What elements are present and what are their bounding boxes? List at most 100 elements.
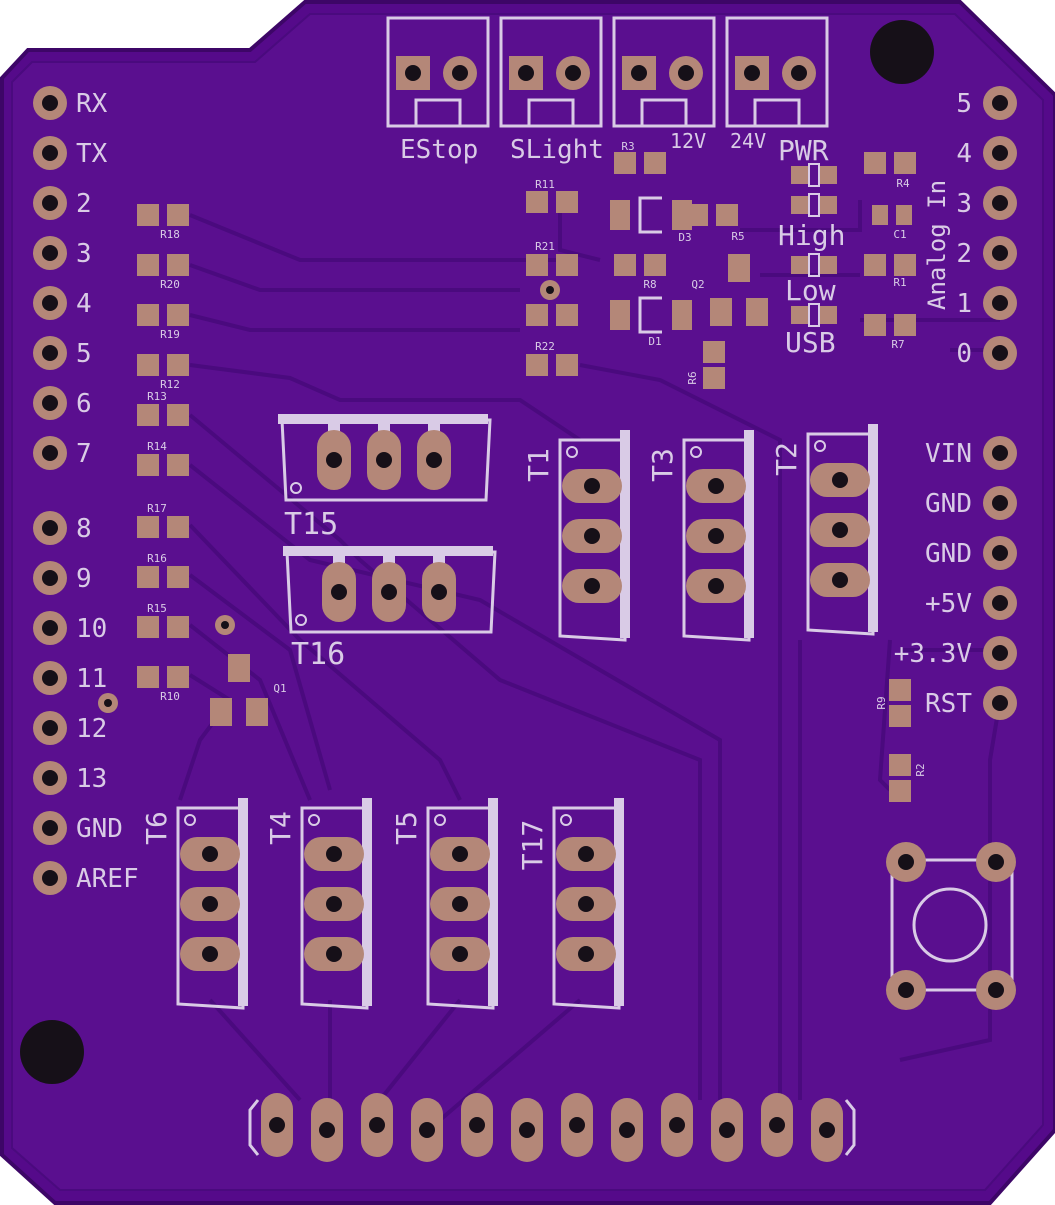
smd-resistor: R4 [864,152,916,190]
pin-label: +5V [925,589,972,619]
power-transistor: T6 [140,798,248,1010]
mounting-hole [20,1020,84,1084]
header-pin [33,186,67,220]
header-pin [761,1093,793,1157]
led-pads [791,253,837,277]
pin-label: AREF [76,864,139,894]
smd-resistor [526,304,578,326]
header-pin [983,436,1017,470]
component-label: R10 [160,690,180,703]
terminal-block [499,16,603,128]
header-pin [711,1098,743,1162]
smd-resistor: R9 [875,679,911,727]
pin-label: 9 [76,564,92,594]
smd-resistor: R2 [889,754,927,802]
smd-resistor: R1 [864,254,916,289]
component-label: R22 [535,340,555,353]
status-label-pwr: PWR [778,134,829,167]
smd-resistor: R11 [526,178,578,213]
terminal-label: EStop [400,135,478,165]
status-label-usb: USB [785,326,836,359]
transistor-label: T6 [140,811,173,845]
smd-resistor: R15 [137,602,189,638]
led-pads [791,193,837,217]
component-label: R20 [160,278,180,291]
header-pin [983,236,1017,270]
header-pin [33,761,67,795]
terminal-label: 24V [730,129,766,153]
terminal-block [386,16,490,128]
terminal-block [612,16,716,128]
transistor-label: T5 [390,811,423,845]
component-label: Q1 [273,682,286,695]
pin-label: 0 [956,339,972,369]
pin-label: VIN [925,439,972,469]
header-pin [511,1098,543,1162]
header-pin [33,136,67,170]
transistor-q2: Q2 [691,254,768,326]
header-pin [33,336,67,370]
header-pin [983,186,1017,220]
transistor-label: T3 [646,448,679,482]
pin-label: RX [76,89,108,119]
power-transistor: T15 [278,414,492,542]
reset-button[interactable] [886,842,1016,1010]
component-label: R5 [731,230,744,243]
smd-resistor: R10 [137,666,189,703]
header-pin [33,86,67,120]
pin-label: 13 [76,764,107,794]
component-label: D1 [648,335,661,348]
header-pin [983,586,1017,620]
smd-resistor: R13 [137,390,189,426]
component-label: R9 [875,696,888,709]
traces [178,200,1002,1122]
power-transistor: T3 [646,430,754,642]
header-pin [811,1098,843,1162]
power-transistor: T5 [390,798,498,1010]
header-pin [33,286,67,320]
header-pin [661,1093,693,1157]
power-transistor: T2 [770,424,878,636]
smd-resistor: R16 [137,552,189,588]
power-transistor: T4 [264,798,372,1010]
header-pin [983,336,1017,370]
transistor-label: T17 [516,820,549,871]
component-label: R6 [686,371,699,384]
header-pin [261,1093,293,1157]
transistor-label: T1 [522,448,555,482]
pin-label: 3 [956,189,972,219]
pin-label: 3 [76,239,92,269]
copper-pour [11,13,1044,1191]
header-pin [983,86,1017,120]
transistor-label: T4 [264,811,297,845]
bottom-header [248,1093,856,1162]
header-pin [33,561,67,595]
smd-resistor: R18 [137,204,189,241]
component-label: R15 [147,602,167,615]
terminal-block [725,16,829,128]
transistor-q1: Q1 [210,654,287,726]
pin-label: 1 [956,289,972,319]
terminal-label: 12V [670,129,706,153]
pin-label: RST [925,689,972,719]
header-pin [983,286,1017,320]
smd-resistor: R20 [137,254,189,291]
component-label: R12 [160,378,180,391]
component-label: R16 [147,552,167,565]
smd-resistor: R14 [137,440,189,476]
component-label: R7 [891,338,904,351]
component-label: R13 [147,390,167,403]
header-pin [33,436,67,470]
transistor-label: T15 [284,507,338,542]
mounting-hole [870,20,934,84]
status-label-high: High [778,219,845,252]
pin-label: 8 [76,514,92,544]
smd-resistor: R3 [614,140,666,174]
smd-resistor: R7 [864,314,916,351]
pin-label: 2 [956,239,972,269]
power-transistor: T1 [522,430,630,642]
header-pin [411,1098,443,1162]
